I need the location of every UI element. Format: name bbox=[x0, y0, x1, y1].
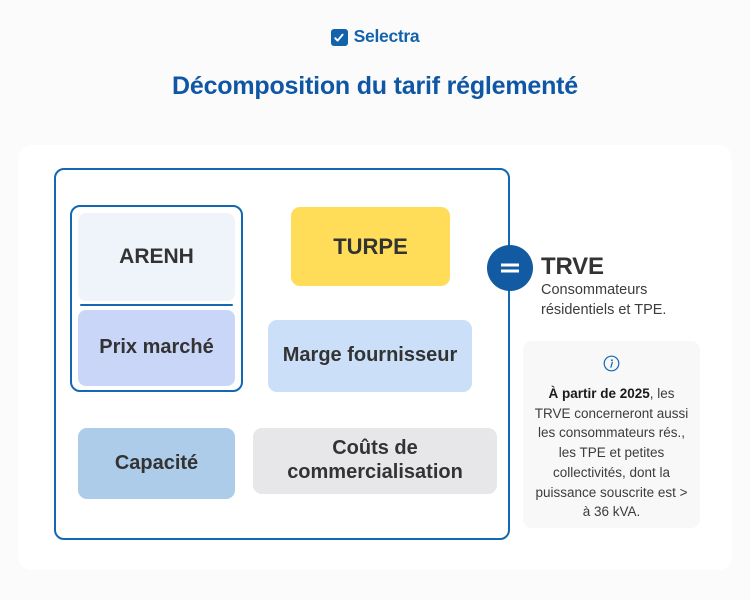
component-turpe[interactable]: TURPE bbox=[291, 207, 450, 286]
info-note: À partir de 2025, les TRVE concerneront … bbox=[523, 341, 700, 528]
components-frame bbox=[54, 168, 510, 540]
page-title: Décomposition du tarif réglementé bbox=[172, 72, 578, 100]
result-title: TRVE bbox=[541, 253, 604, 280]
info-note-text: À partir de 2025, les TRVE concerneront … bbox=[534, 384, 689, 522]
component-couts-commercialisation[interactable]: Coûts de commercialisation bbox=[253, 428, 497, 494]
component-group-energy: ARENH Prix marché bbox=[70, 205, 243, 392]
group-divider bbox=[80, 304, 233, 306]
brand-logo: Selectra bbox=[0, 26, 750, 47]
component-capacite[interactable]: Capacité bbox=[78, 428, 235, 499]
component-arenh[interactable]: ARENH bbox=[78, 213, 235, 301]
info-note-emphasis: À partir de 2025 bbox=[548, 386, 650, 401]
result-subtitle: Consommateurs résidentiels et TPE. bbox=[541, 282, 667, 318]
info-note-rest: , les TRVE concerneront aussi les consom… bbox=[534, 386, 689, 520]
component-marge-fournisseur[interactable]: Marge fournisseur bbox=[268, 320, 472, 392]
checkbox-check-icon bbox=[330, 29, 348, 46]
info-circle-icon bbox=[534, 355, 689, 377]
component-prix-marche[interactable]: Prix marché bbox=[78, 310, 235, 386]
brand-name: Selectra bbox=[353, 26, 420, 46]
equals-icon bbox=[487, 245, 533, 291]
